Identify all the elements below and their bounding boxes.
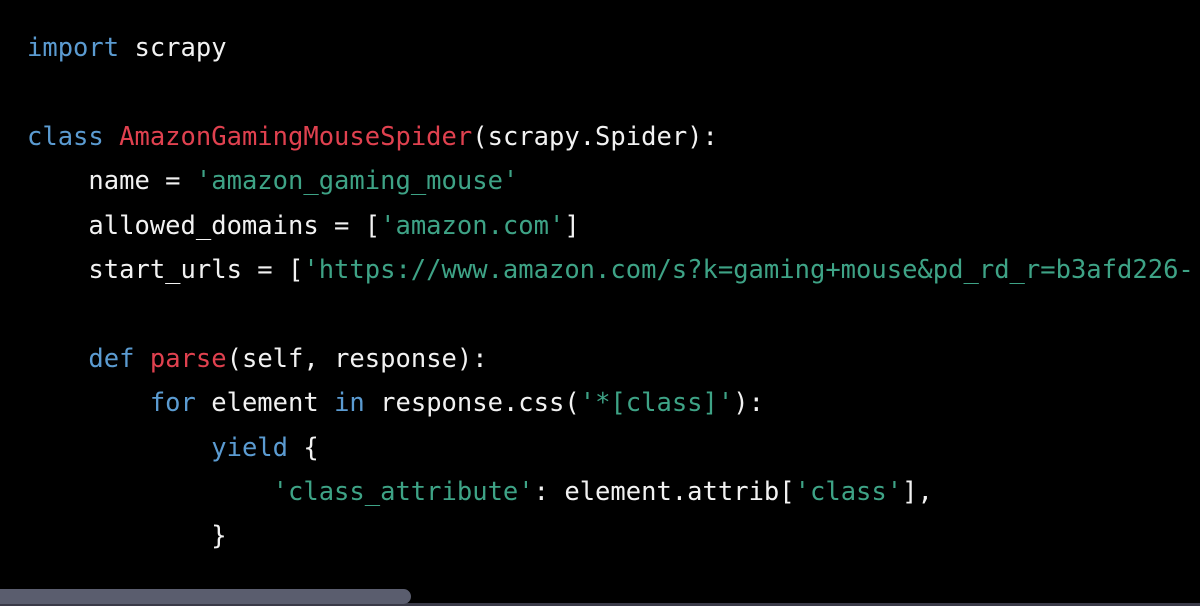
text-token: (self, response):: [226, 343, 488, 374]
text-token: (scrapy.Spider):: [472, 121, 718, 152]
text-token: [27, 344, 88, 374]
code-line: [27, 292, 1194, 336]
string-token: 'amazon.com': [380, 210, 565, 241]
code-line: class AmazonGamingMouseSpider(scrapy.Spi…: [27, 115, 1194, 159]
text-token: ]: [564, 210, 580, 241]
horizontal-scrollbar-thumb[interactable]: [0, 589, 411, 604]
text-token: ],: [902, 476, 933, 507]
code-line: yield {: [27, 426, 1194, 470]
keyword-token: for: [149, 388, 196, 419]
text-token: start_urls = [: [27, 254, 304, 285]
string-token: 'amazon_gaming_mouse': [195, 166, 519, 197]
horizontal-scrollbar-track[interactable]: [0, 603, 1200, 606]
text-token: scrapy: [119, 33, 227, 63]
text-token: response.css(: [364, 388, 580, 419]
text-token: }: [27, 521, 227, 552]
definition-name-token: parse: [149, 343, 227, 374]
code-line: 'class_attribute': element.attrib['class…: [27, 470, 1194, 514]
keyword-token: class: [27, 121, 104, 152]
code-line: for element in response.css('*[class]'):: [27, 381, 1194, 425]
code-line: import scrapy: [27, 26, 1194, 70]
code-line: start_urls = ['https://www.amazon.com/s?…: [27, 248, 1194, 292]
definition-name-token: AmazonGamingMouseSpider: [119, 121, 473, 152]
string-token: 'https://www.amazon.com/s?k=gaming+mouse…: [303, 254, 1194, 285]
text-token: element: [195, 388, 335, 419]
text-token: [27, 388, 150, 418]
text-token: allowed_domains = [: [27, 210, 381, 241]
keyword-token: import: [27, 33, 120, 63]
code-block[interactable]: import scrapy class AmazonGamingMouseSpi…: [27, 26, 1194, 559]
string-token: 'class': [794, 476, 903, 507]
keyword-token: def: [88, 343, 135, 374]
code-line: def parse(self, response):: [27, 337, 1194, 381]
text-token: [134, 344, 149, 374]
text-token: [104, 122, 119, 152]
text-token: name =: [27, 166, 196, 197]
string-token: 'class_attribute': [272, 476, 534, 507]
text-token: {: [288, 432, 319, 463]
string-token: '*[class]': [579, 388, 734, 419]
code-line: allowed_domains = ['amazon.com']: [27, 204, 1194, 248]
code-line: }: [27, 514, 1194, 558]
keyword-token: yield: [211, 432, 288, 463]
keyword-token: in: [334, 388, 365, 419]
text-token: : element.attrib[: [533, 476, 795, 507]
code-line: name = 'amazon_gaming_mouse': [27, 159, 1194, 203]
text-token: ):: [733, 388, 764, 419]
code-line: [27, 70, 1194, 114]
text-token: [27, 477, 273, 507]
text-token: [27, 433, 211, 463]
